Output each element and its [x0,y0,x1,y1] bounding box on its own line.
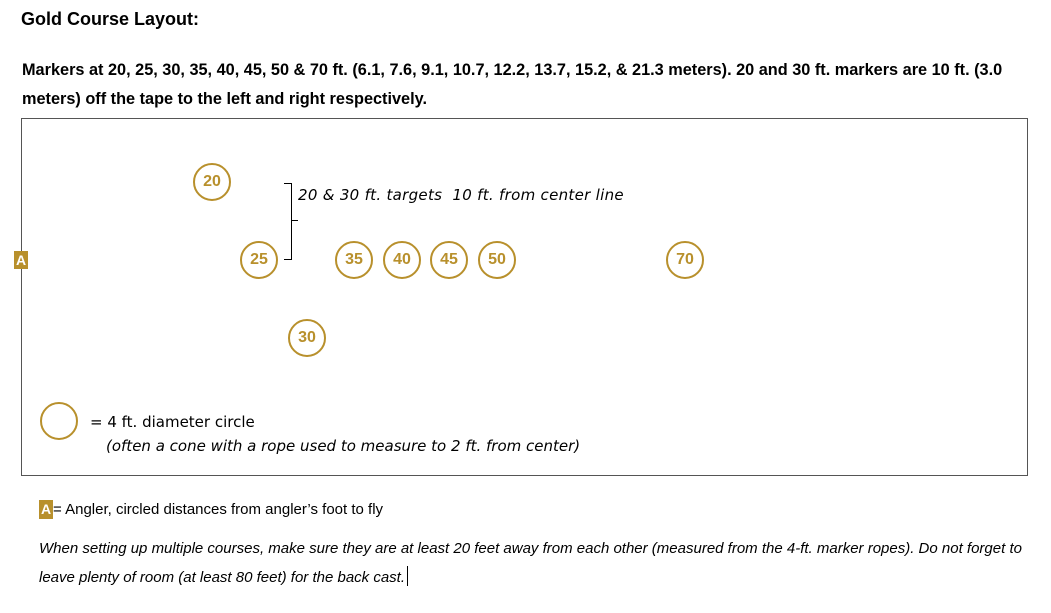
legend-circle-icon [40,402,78,440]
marker-40: 40 [383,241,421,279]
intro-text: Markers at 20, 25, 30, 35, 40, 45, 50 & … [22,61,1003,108]
legend-note: (often a cone with a rope used to measur… [106,437,581,455]
legend-text: = 4 ft. diameter circle [90,413,255,431]
marker-20: 20 [193,163,231,201]
marker-30: 30 [288,319,326,357]
target-bracket-tick [291,220,298,221]
targets-note: 20 & 30 ft. targets 10 ft. from center l… [298,186,624,204]
marker-45: 45 [430,241,468,279]
marker-25: 25 [240,241,278,279]
marker-70: 70 [666,241,704,279]
target-bracket [284,183,292,260]
marker-50: 50 [478,241,516,279]
course-diagram-frame [21,118,1028,476]
angler-key-text: = Angler, circled distances from angler’… [53,501,384,518]
footer-text: When setting up multiple courses, make s… [39,540,1022,586]
angler-key-icon: A [39,500,53,519]
text-cursor [407,566,409,586]
marker-35: 35 [335,241,373,279]
angler-marker: A [14,251,28,269]
page-title: Gold Course Layout: [21,9,200,29]
footer-note: When setting up multiple courses, make s… [39,534,1039,592]
